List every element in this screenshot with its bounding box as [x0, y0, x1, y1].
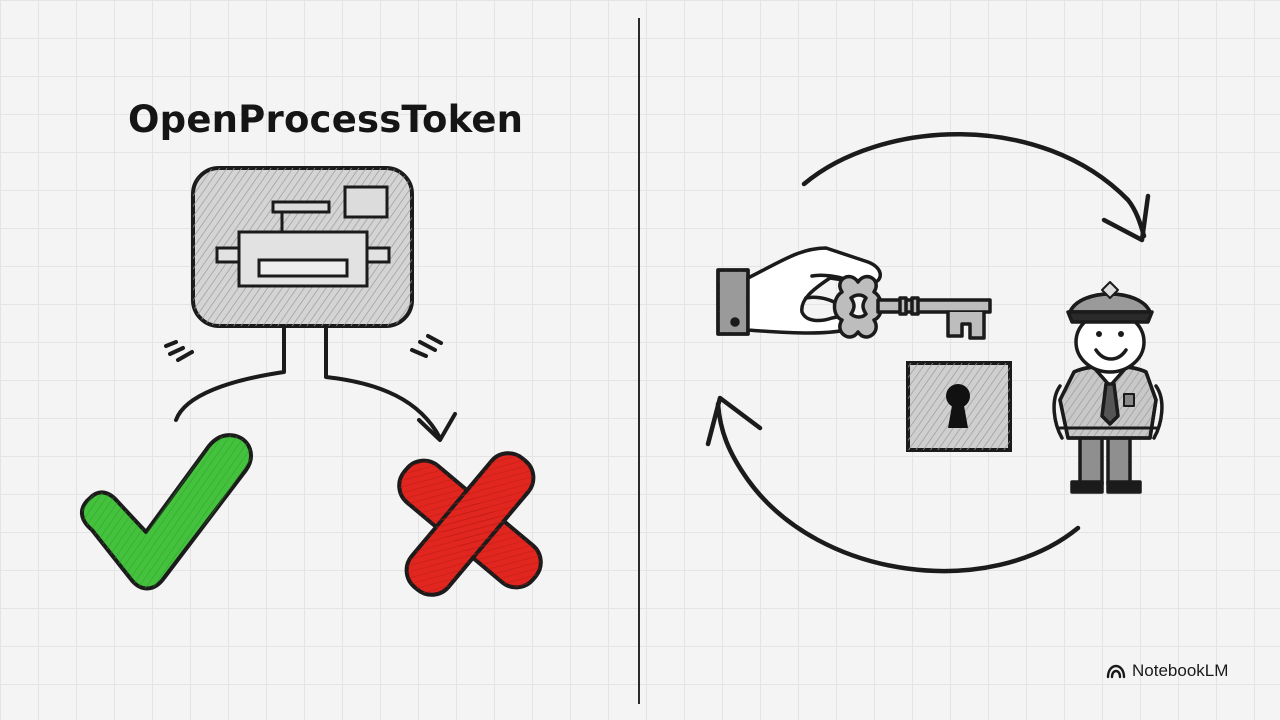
token-branch-diagram [80, 166, 543, 597]
branch-lines [164, 324, 457, 442]
keyhole-lock-icon [906, 361, 1012, 452]
process-device-icon [191, 166, 414, 328]
brand-label: NotebookLM [1132, 661, 1229, 680]
failure-cross-icon [397, 451, 543, 597]
success-check-icon [80, 433, 253, 591]
notebooklm-brand: NotebookLM [1106, 661, 1228, 681]
notebooklm-logo-icon [1106, 664, 1126, 679]
panel-divider [638, 18, 640, 704]
hand-with-key-icon [716, 246, 992, 340]
cycle-arrows-icon [705, 132, 1151, 574]
page-title: OpenProcessToken [128, 98, 524, 141]
security-guard-icon [1052, 281, 1164, 494]
